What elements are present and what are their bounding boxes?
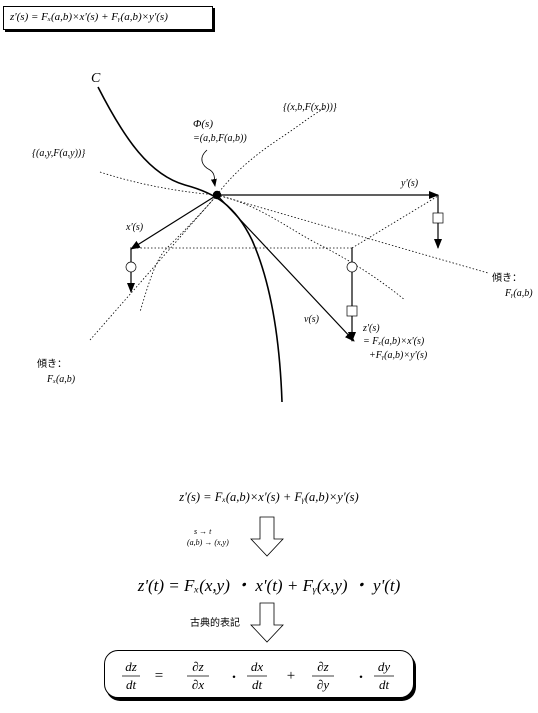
surface-y-label: {(a,y,F(a,y))} [32, 148, 85, 159]
xprime-label: x'(s) [125, 222, 144, 233]
curve-c [97, 86, 283, 403]
term3-numerator: ∂z [317, 659, 328, 674]
plus-sign: + [287, 668, 295, 684]
term1-numerator: ∂z [192, 659, 203, 674]
dot-1: ・ [228, 670, 240, 684]
zprime-line2: +Fᵧ(a,b)×y'(s) [369, 350, 428, 361]
slope-left-label: 傾き： [37, 357, 67, 370]
term4-numerator: dy [378, 659, 391, 674]
square-marker-z [346, 305, 358, 317]
dot-2: ・ [355, 670, 367, 684]
curve-c-label: C [91, 71, 101, 86]
surface-curve-y [99, 171, 406, 301]
zprime-label: z'(s) [362, 323, 380, 334]
tangent-line-y [216, 194, 489, 274]
surface-curve-x [216, 107, 326, 196]
term1-denominator: ∂x [192, 677, 204, 692]
surface-x-label: {(x,b,F(x,b))} [283, 102, 337, 113]
substitution-line-1: s → t [194, 527, 212, 536]
title-formula: z'(s) = Fₓ(a,b)×x'(s) + Fᵧ(a,b)×y'(s) [10, 11, 168, 23]
slope-right-label: 傾き： [492, 271, 522, 284]
classical-formula: dz dt = ∂z ∂x ・ dx dt + ∂z ∂y ・ dy dt [122, 659, 394, 692]
title-formula-box: z'(s) = Fₓ(a,b)×x'(s) + Fᵧ(a,b)×y'(s) [3, 6, 213, 30]
v-label: v(s) [304, 314, 320, 325]
slope-right-value: Fᵧ(a,b) [504, 288, 533, 299]
phi-label: Φ(s) [193, 118, 213, 130]
tangent-line-x [89, 194, 218, 341]
classic-notation-label: 古典的表記 [190, 618, 240, 629]
term4-denominator: dt [379, 677, 390, 692]
slope-left-value: Fₓ(a,b) [46, 374, 76, 385]
hollow-down-arrow-1 [250, 516, 284, 557]
term2-denominator: dt [252, 677, 263, 692]
xprime-vector [130, 194, 218, 250]
yprime-label: y'(s) [400, 178, 419, 189]
lhs-numerator: dz [125, 659, 137, 674]
classical-formula-box: dz dt = ∂z ∂x ・ dx dt + ∂z ∂y ・ dy dt [104, 650, 414, 698]
phi-pointer [201, 149, 217, 187]
point-phi [212, 190, 222, 200]
surface-curve-x-lower [139, 194, 218, 313]
circle-marker-z [346, 261, 358, 273]
v-vector [216, 194, 355, 342]
substitution-line-2: (a,b) → (x,y) [187, 538, 229, 547]
phi-value: =(a,b,F(a,b)) [193, 133, 247, 144]
square-marker-y [432, 212, 444, 224]
term3-denominator: ∂y [317, 677, 329, 692]
guide-line-2 [351, 195, 439, 249]
circle-marker-x [125, 261, 137, 273]
equation-s: z'(s) = Fₓ(a,b)×x'(s) + Fᵧ(a,b)×y'(s) [179, 490, 359, 504]
equation-t: z'(t) = Fₓ(x,y) ・ x'(t) + Fᵧ(x,y) ・ y'(t… [137, 576, 401, 595]
lhs-denominator: dt [126, 677, 137, 692]
equals-sign: = [155, 668, 163, 684]
hollow-down-arrow-2 [250, 602, 284, 643]
zprime-line1: = Fₓ(a,b)×x'(s) [363, 336, 425, 347]
term2-numerator: dx [251, 659, 264, 674]
